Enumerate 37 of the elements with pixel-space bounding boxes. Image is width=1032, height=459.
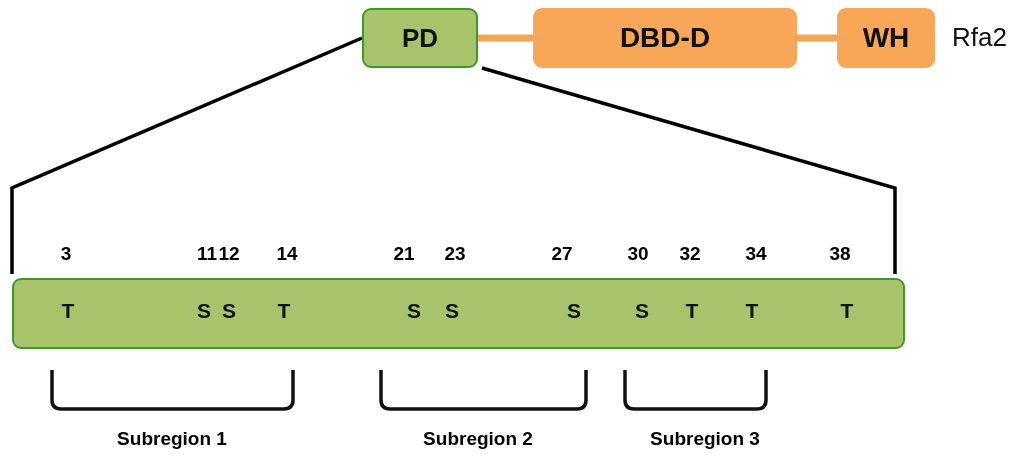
subregion-label: Subregion 1 [117, 428, 227, 450]
domain-box [362, 8, 478, 68]
residue-number: 11 [196, 243, 218, 265]
zoom-line [481, 66, 897, 274]
residue-number: 30 [627, 243, 649, 265]
residue-letter: S [197, 299, 211, 323]
residue-number: 34 [745, 243, 767, 265]
domain-box [837, 8, 935, 68]
subregion-label: Subregion 3 [650, 428, 760, 450]
residue-number: 23 [444, 243, 466, 265]
residue-letter: S [407, 299, 421, 323]
residue-letter: S [222, 299, 236, 323]
residue-letter: T [277, 299, 291, 323]
domain-box [533, 8, 797, 68]
linker-line [478, 34, 533, 42]
domain-label: WH [862, 22, 910, 54]
residue-letter: S [445, 299, 459, 323]
residue-letter: S [635, 299, 649, 323]
residue-letter: T [685, 299, 699, 323]
residue-number: 32 [679, 243, 701, 265]
residue-letter: T [61, 299, 75, 323]
domain-label: DBD-D [619, 22, 711, 54]
subregion-label: Subregion 2 [423, 428, 533, 450]
residue-number: 27 [551, 243, 573, 265]
residue-number: 3 [60, 243, 72, 265]
linker-line [797, 34, 837, 42]
residue-letter: T [840, 299, 854, 323]
protein-region-bar [12, 278, 905, 349]
residue-number: 21 [393, 243, 415, 265]
residue-letter: S [567, 299, 581, 323]
residue-number: 14 [276, 243, 298, 265]
residue-letter: T [745, 299, 759, 323]
zoom-line [10, 36, 363, 274]
protein-name: Rfa2 [952, 22, 1007, 53]
residue-number: 38 [829, 243, 851, 265]
residue-number: 12 [218, 243, 240, 265]
domain-label: PD [401, 22, 439, 54]
